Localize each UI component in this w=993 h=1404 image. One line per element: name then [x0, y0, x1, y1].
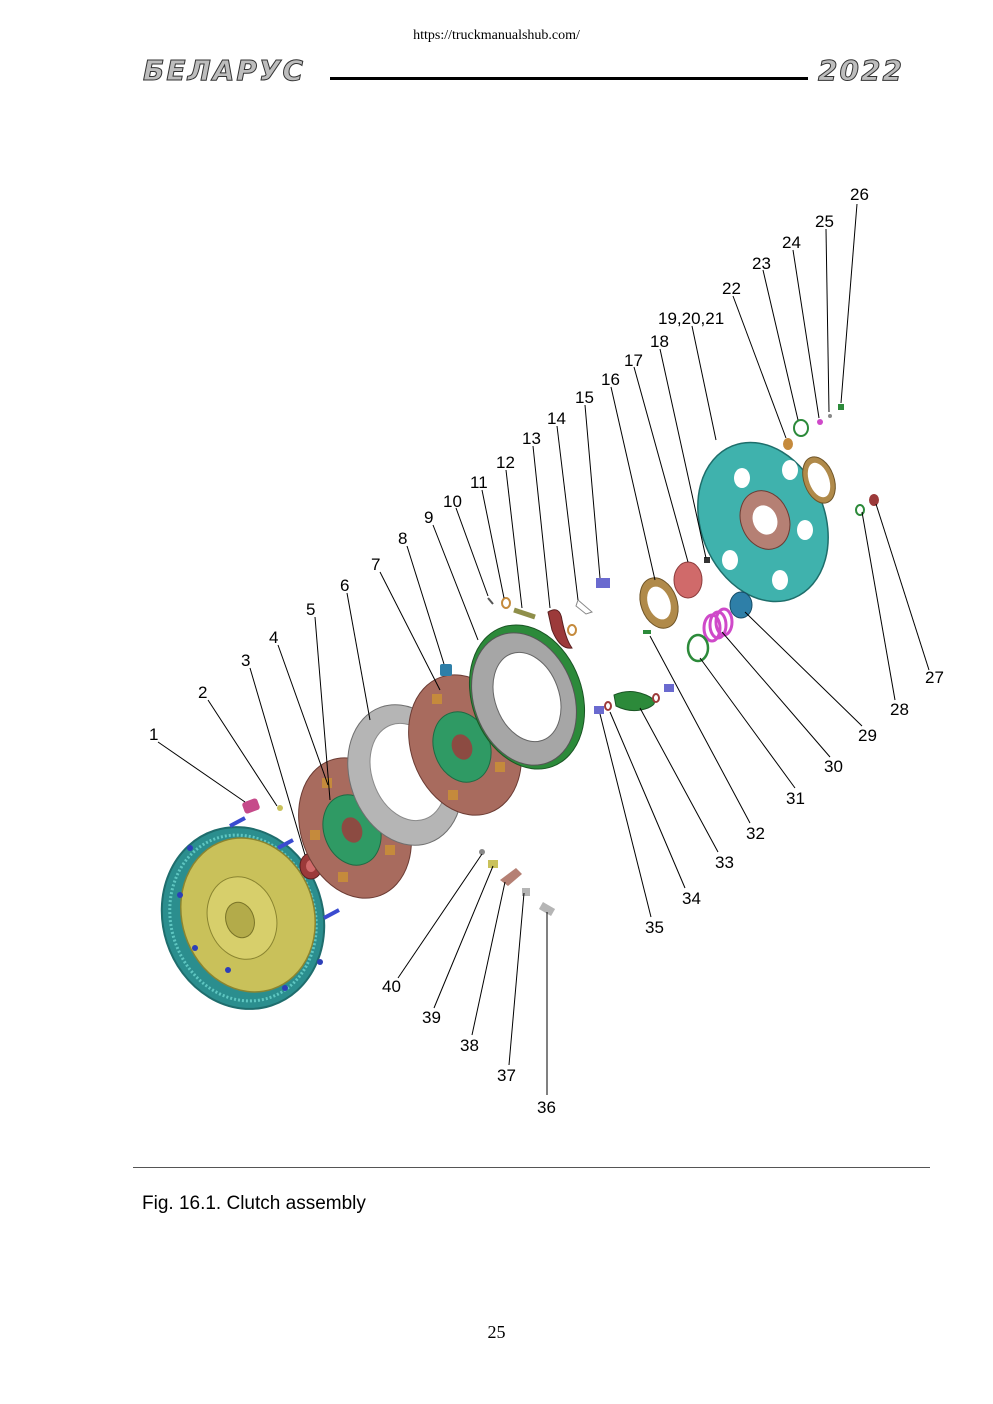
callout-26: 26 — [850, 185, 869, 204]
callout-16: 16 — [601, 370, 620, 389]
clutch-exploded-diagram: 1 2 3 4 5 6 7 8 9 10 11 12 13 14 15 16 1… — [149, 185, 944, 1117]
callout-34: 34 — [682, 889, 701, 908]
callout-10: 10 — [443, 492, 462, 511]
callout-3: 3 — [241, 651, 250, 670]
callout-8: 8 — [398, 529, 407, 548]
callout-38: 38 — [460, 1036, 479, 1055]
callout-23: 23 — [752, 254, 771, 273]
callout-2: 2 — [198, 683, 207, 702]
callout-25: 25 — [815, 212, 834, 231]
figure-caption: Fig. 16.1. Clutch assembly — [142, 1193, 366, 1214]
caption-rule — [133, 1167, 930, 1168]
callout-5: 5 — [306, 600, 315, 619]
callout-7: 7 — [371, 555, 380, 574]
callout-22: 22 — [722, 279, 741, 298]
callout-24: 24 — [782, 233, 801, 252]
callout-31: 31 — [786, 789, 805, 808]
page-number: 25 — [487, 1322, 506, 1342]
callout-11: 11 — [470, 473, 488, 492]
clutch-housing — [697, 441, 829, 603]
callout-30: 30 — [824, 757, 843, 776]
callout-36: 36 — [537, 1098, 556, 1117]
callout-33: 33 — [715, 853, 734, 872]
callout-32: 32 — [746, 824, 765, 843]
callout-40: 40 — [382, 977, 401, 996]
callout-18: 18 — [650, 332, 669, 351]
release-spring — [702, 607, 734, 643]
callout-29: 29 — [858, 726, 877, 745]
header-year: 2022 — [818, 54, 904, 88]
callout-13: 13 — [522, 429, 541, 448]
header-rule — [330, 77, 808, 80]
callout-1: 1 — [149, 725, 158, 744]
callout-37: 37 — [497, 1066, 516, 1085]
flywheel — [160, 816, 340, 1010]
callout-35: 35 — [645, 918, 664, 937]
callout-19-20-21: 19,20,21 — [658, 309, 724, 328]
source-url: https://truckmanualshub.com/ — [413, 28, 580, 43]
callout-28: 28 — [890, 700, 909, 719]
callout-12: 12 — [496, 453, 515, 472]
callout-17: 17 — [624, 351, 643, 370]
callout-4: 4 — [269, 628, 278, 647]
brand-logo: БЕЛАРУС — [142, 54, 306, 88]
leader-lines — [157, 203, 930, 1095]
callout-39: 39 — [422, 1008, 441, 1027]
callout-14: 14 — [547, 409, 566, 428]
callout-6: 6 — [340, 576, 349, 595]
callout-27: 27 — [925, 668, 944, 687]
pressure-disc — [468, 624, 586, 770]
callout-9: 9 — [424, 508, 433, 527]
callout-15: 15 — [575, 388, 594, 407]
